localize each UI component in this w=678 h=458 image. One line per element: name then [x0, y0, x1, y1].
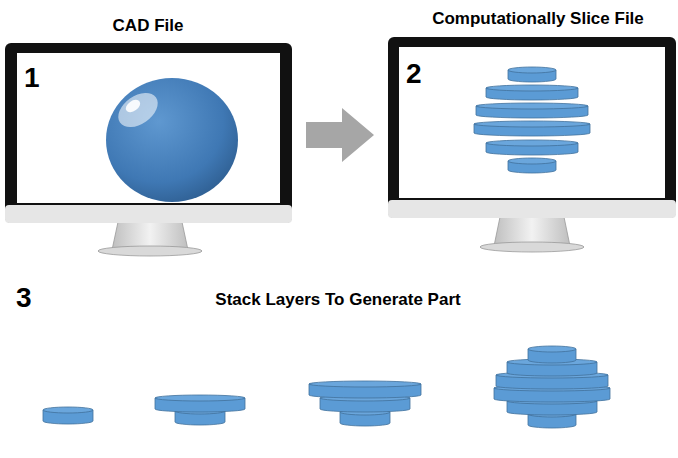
- layer-disc-top: [309, 381, 421, 387]
- layer-disc-top: [476, 103, 588, 109]
- step-title: Stack Layers To Generate Part: [215, 290, 460, 310]
- callout-number: 1: [24, 62, 40, 94]
- process-arrow: [306, 108, 374, 162]
- monitor: [5, 43, 292, 256]
- layer-disc-top: [43, 407, 93, 413]
- monitor: [388, 37, 676, 252]
- layer-disc-top: [155, 395, 245, 401]
- layer-disc-top: [528, 346, 576, 352]
- layer-disc-top: [474, 121, 590, 127]
- layer-discs: [43, 67, 610, 428]
- layer-disc-top: [508, 158, 556, 164]
- callout-number: 2: [406, 58, 422, 90]
- panel-title: CAD File: [113, 16, 184, 36]
- layer-disc-top: [486, 85, 578, 91]
- layer-disc-top: [486, 140, 578, 146]
- callout-number: 3: [16, 282, 32, 314]
- sphere: [106, 78, 238, 202]
- panel-title: Computationally Slice File: [432, 9, 644, 29]
- layer-disc-top: [508, 67, 556, 73]
